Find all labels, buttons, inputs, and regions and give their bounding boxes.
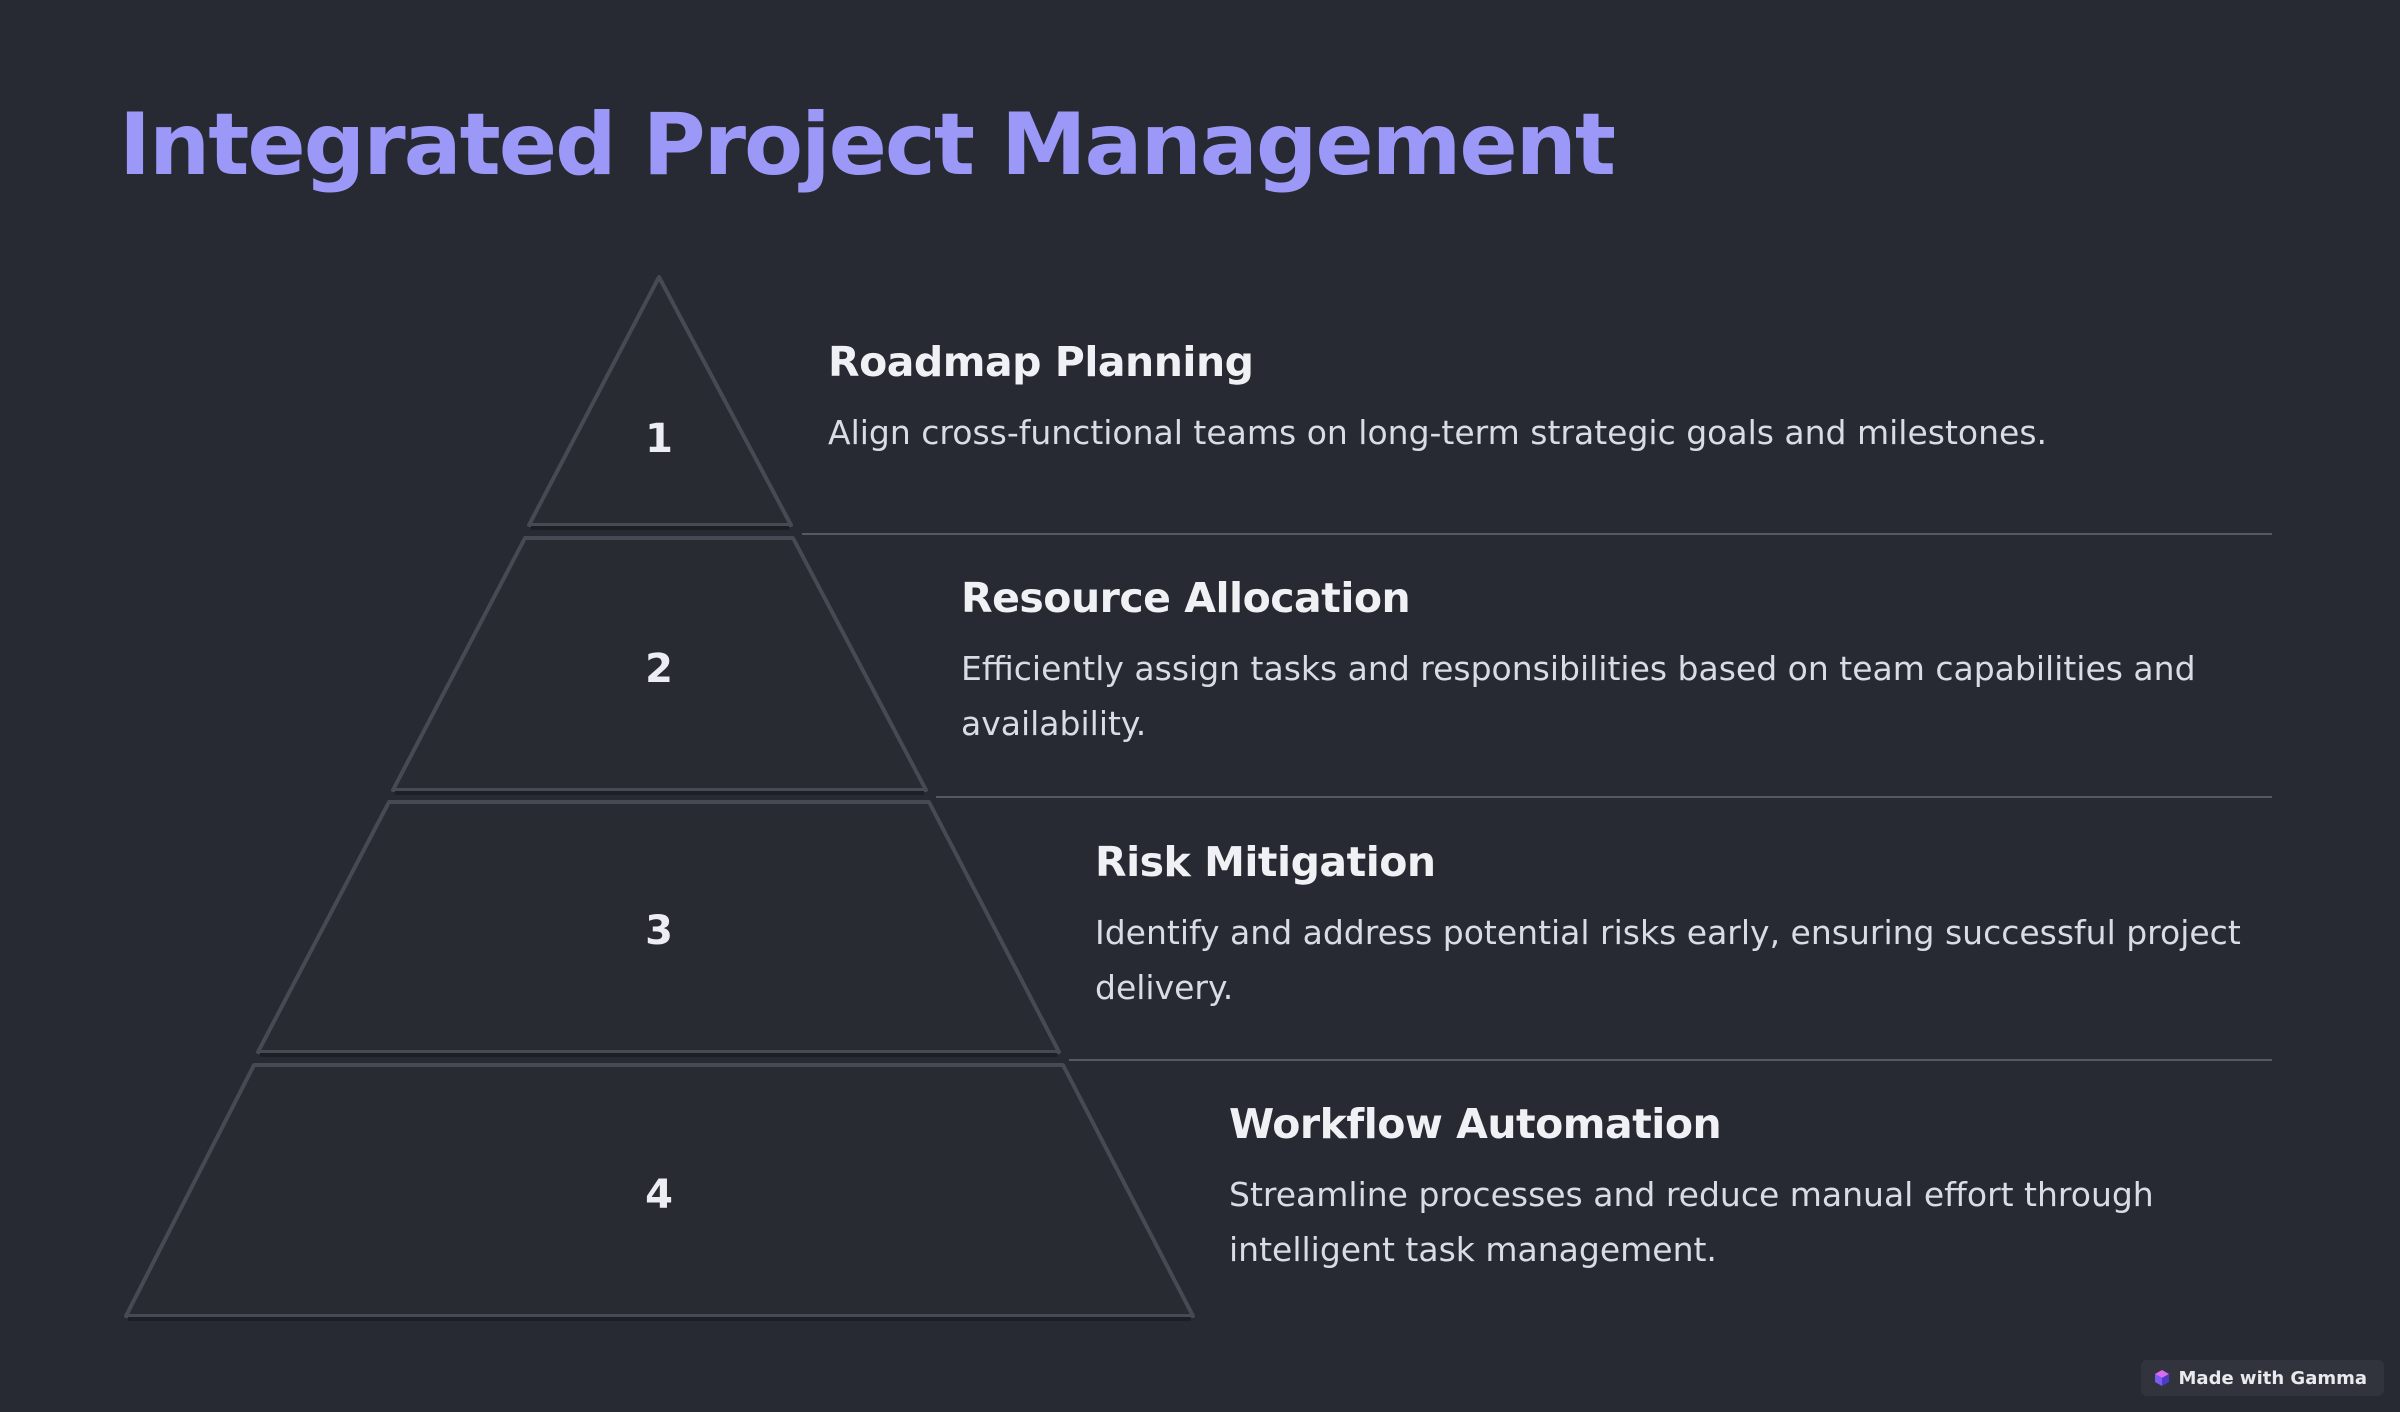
gamma-logo-icon [2154,1370,2169,1386]
pyramid-level-2: 2 [391,536,928,795]
pyramid-level-3-number: 3 [645,908,673,954]
level-3-description: Identify and address potential risks ear… [1095,913,2241,1008]
pyramid-level-3-shape [256,800,1061,1054]
pyramid-level-4-shape [124,1063,1195,1318]
made-with-gamma-badge[interactable]: Made with Gamma [2140,1360,2384,1396]
divider-2 [936,796,2272,798]
divider-1 [802,533,2272,535]
pyramid-level-4: 4 [124,1063,1195,1321]
level-2-title: Resource Allocation [961,574,1411,622]
page-title: Integrated Project Management [119,95,1616,195]
divider-3 [1069,1059,2272,1061]
level-1-title: Roadmap Planning [828,338,1254,386]
level-4-description: Streamline processes and reduce manual e… [1229,1175,2154,1270]
pyramid-level-1-number: 1 [645,416,673,462]
level-1-text: Roadmap Planning Align cross-functional … [828,338,2272,460]
pyramid-level-1: 1 [527,275,793,530]
pyramid-level-1-shape [527,275,793,527]
level-2-text: Resource Allocation Efficiently assign t… [961,574,2272,751]
level-4-text: Workflow Automation Streamline processes… [1229,1100,2272,1277]
pyramid-level-2-number: 2 [645,646,673,692]
pyramid-level-2-shape [391,536,928,792]
pyramid-level-4-number: 4 [645,1172,673,1218]
level-4-title: Workflow Automation [1229,1100,1722,1148]
level-1-description: Align cross-functional teams on long-ter… [828,413,2048,453]
level-3-title: Risk Mitigation [1095,838,1436,886]
level-2-description: Efficiently assign tasks and responsibil… [961,649,2196,744]
level-3-text: Risk Mitigation Identify and address pot… [1095,838,2272,1015]
badge-label: Made with Gamma [2178,1367,2367,1389]
pyramid-level-3: 3 [256,800,1061,1057]
